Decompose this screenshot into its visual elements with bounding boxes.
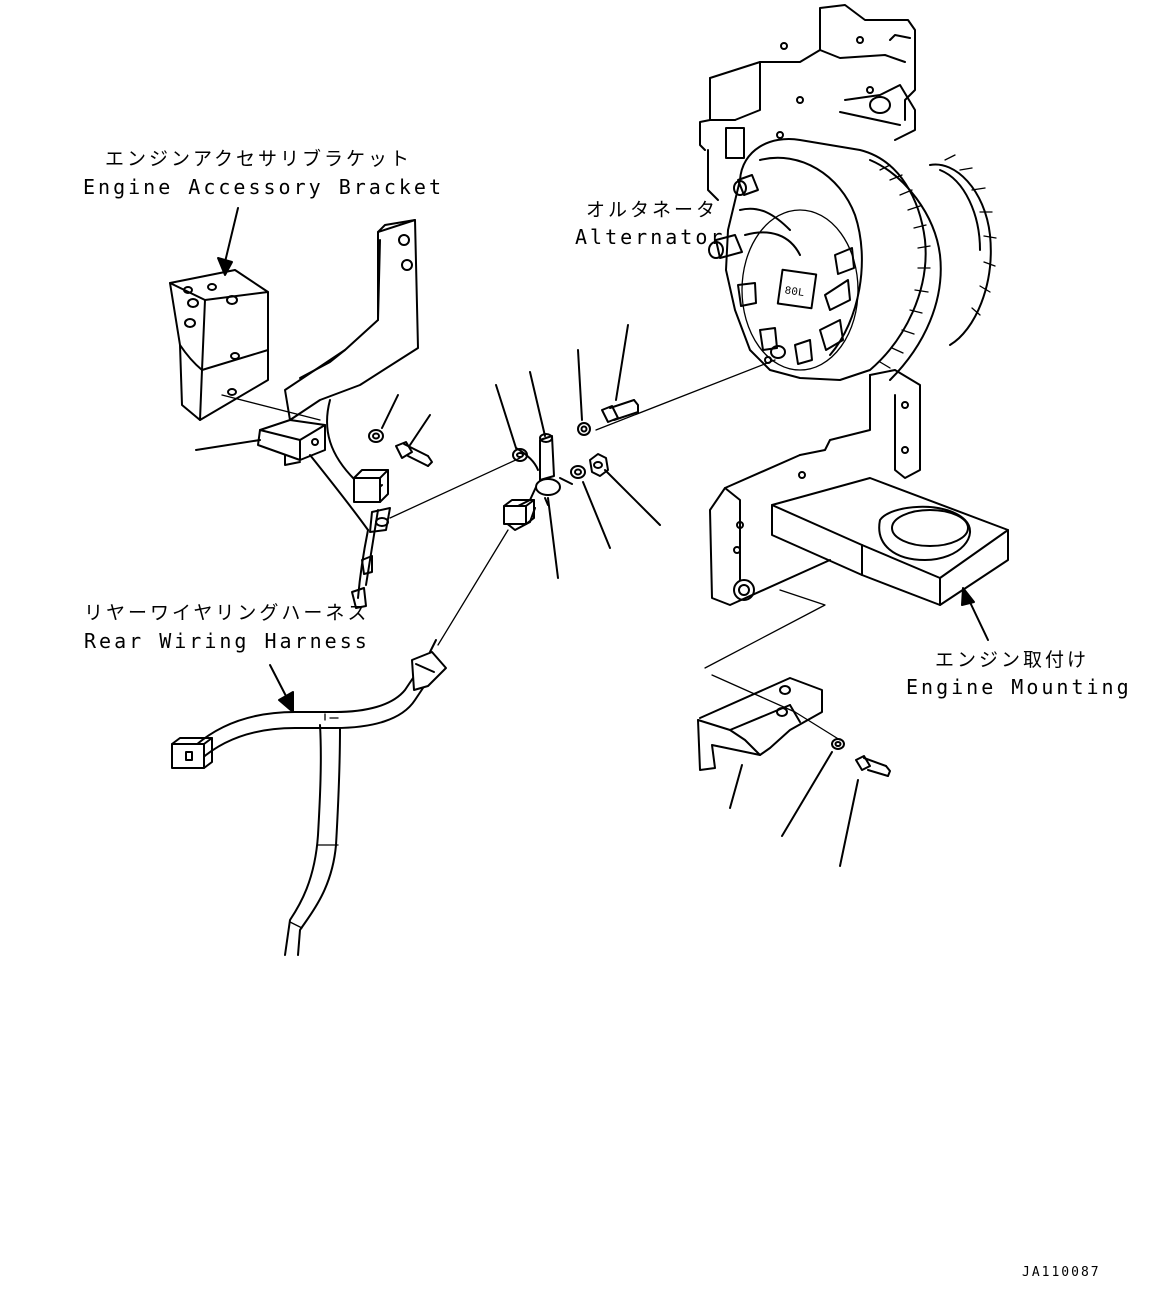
engine-accessory-bracket-label-en: Engine Accessory Bracket xyxy=(83,175,444,199)
rear-wiring-harness-label-jp: リヤーワイヤリングハーネス xyxy=(84,602,370,624)
junction-harness-drawing xyxy=(503,433,573,531)
drawing-code: JA110087 xyxy=(1022,1265,1101,1280)
engine-mounting-label-jp: エンジン取付け xyxy=(935,649,1090,671)
alternator-label-jp: オルタネータ xyxy=(586,199,719,221)
bracket-bolt-washer-drawing xyxy=(368,429,433,467)
engine-accessory-bracket-drawing xyxy=(169,269,269,421)
engine-mounting-label-en: Engine Mounting xyxy=(906,675,1132,699)
rear-wiring-harness-label-en: Rear Wiring Harness xyxy=(84,629,370,653)
alternator-label-en: Alternator xyxy=(575,225,726,249)
engine-accessory-bracket-label-jp: エンジンアクセサリブラケット xyxy=(105,148,413,170)
alternator-drawing: 80L xyxy=(699,4,997,381)
leader-lines xyxy=(195,207,989,867)
rear-wiring-harness-drawing xyxy=(171,639,447,956)
terminal-bolt-nut-drawing xyxy=(570,399,639,479)
engine-mounting-drawing xyxy=(709,369,1009,606)
harness-clamp-bracket-drawing xyxy=(697,677,891,777)
ground-wire-drawing xyxy=(309,399,391,609)
assembly-centerlines xyxy=(221,359,841,741)
ground-plate-bracket-drawing xyxy=(257,219,419,466)
alternator-plate-text: 80L xyxy=(784,285,805,300)
